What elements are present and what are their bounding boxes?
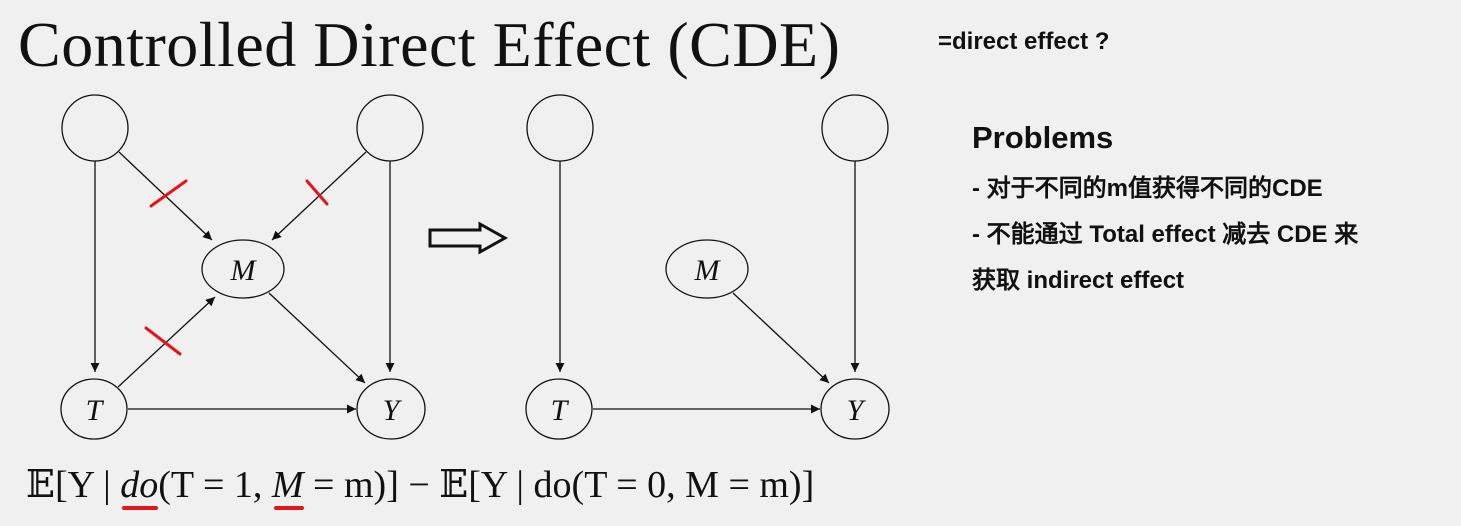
left-node-m [201,239,285,299]
left-graph [60,94,426,440]
problem-item: - 对于不同的m值获得不同的CDE [972,175,1323,202]
right-node-t [525,378,593,440]
cut-mark-u2-m [305,179,329,206]
mediator-underlined: M [271,464,304,506]
problem-item: - 不能通过 Total effect 减去 CDE 来 [972,221,1359,248]
left-edge-m-y [268,292,366,384]
right-node-t-label: T [551,394,570,427]
left-node-t-label: T [86,394,105,427]
right-graph [525,94,890,440]
cut-mark-u1-m [149,179,188,208]
right-top-left-node [526,94,594,162]
subtitle: =direct effect ? [938,28,1110,55]
right-top-right-node [821,94,889,162]
right-edge-m-y [732,292,830,384]
cut-mark-t-m [144,326,182,356]
right-node-m-label: M [694,254,722,287]
formula-part: = m)] − [303,464,440,506]
left-node-m-label: M [230,254,258,287]
formula-part: (T = 1, [158,464,272,506]
formula-part: [Y | do(T = 0, M = m)] [468,464,815,506]
problems-panel: Problems - 对于不同的m值获得不同的CDE - 不能通过 Total … [972,120,1358,304]
cde-formula: 𝔼[Y | do(T = 1, M = m)] − 𝔼[Y | do(T = 0… [26,462,814,507]
page-title: Controlled Direct Effect (CDE) [18,9,841,80]
cut-marks [144,179,329,356]
expectation-symbol: 𝔼 [26,462,55,506]
left-top-right-node [356,94,424,162]
transform-arrow-icon [428,221,509,255]
expectation-symbol: 𝔼 [439,462,469,506]
left-top-left-node [61,94,129,162]
left-node-y-label: Y [383,394,403,427]
right-node-m [665,239,749,299]
left-node-t [60,378,128,440]
right-node-y [820,378,890,440]
right-node-y-label: Y [847,394,867,427]
problems-heading: Problems [972,120,1114,155]
do-operator-underlined: do [120,464,159,506]
formula-part: [Y | [54,464,121,506]
left-node-y [356,378,426,440]
problem-item: 获取 indirect effect [972,267,1185,294]
